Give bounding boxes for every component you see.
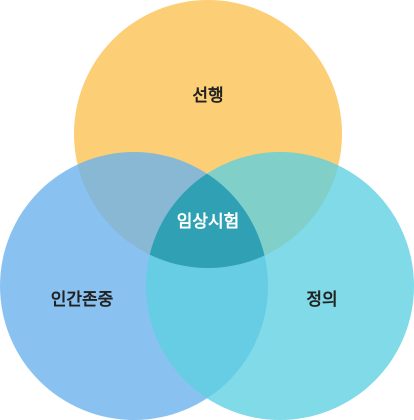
center-intersection [146,152,268,268]
label-top: 선행 [192,86,223,106]
label-left: 인간존중 [51,290,114,310]
center-region [146,152,268,268]
label-right: 정의 [306,290,337,310]
label-center: 임상시험 [177,211,240,232]
